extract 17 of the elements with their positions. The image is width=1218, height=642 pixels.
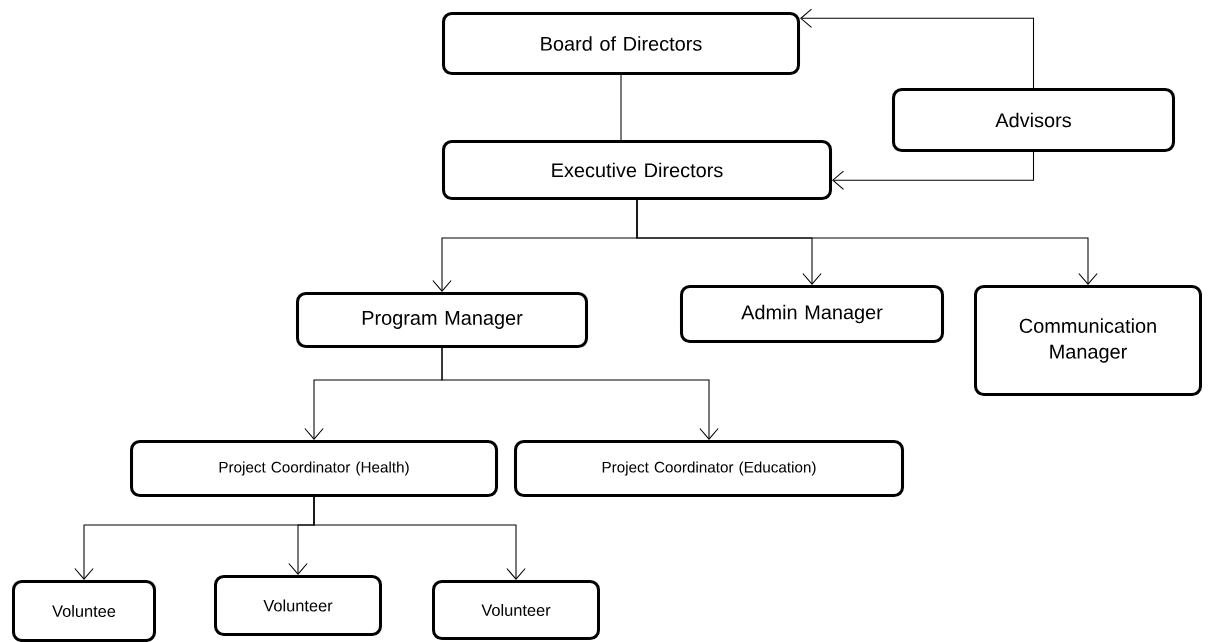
box: Advisors <box>891 87 1176 153</box>
box: Voluntee <box>12 579 157 642</box>
box: Volunteer <box>432 579 601 640</box>
box: Executive Directors <box>442 139 833 201</box>
box: Board of Directors <box>442 11 801 76</box>
connector <box>636 199 1098 285</box>
box: Program Manager <box>296 291 589 349</box>
box: Communication Manager <box>974 284 1203 397</box>
connector <box>441 347 719 440</box>
connector <box>800 8 1035 89</box>
connector <box>620 74 622 141</box>
box: Project Coordinator (Health) <box>130 439 499 498</box>
box: Project Coordinator (Education) <box>514 439 905 498</box>
connector <box>313 496 526 580</box>
connector <box>832 151 1035 190</box>
box: Admin Manager <box>680 284 945 343</box>
box: Volunteer <box>214 574 383 636</box>
